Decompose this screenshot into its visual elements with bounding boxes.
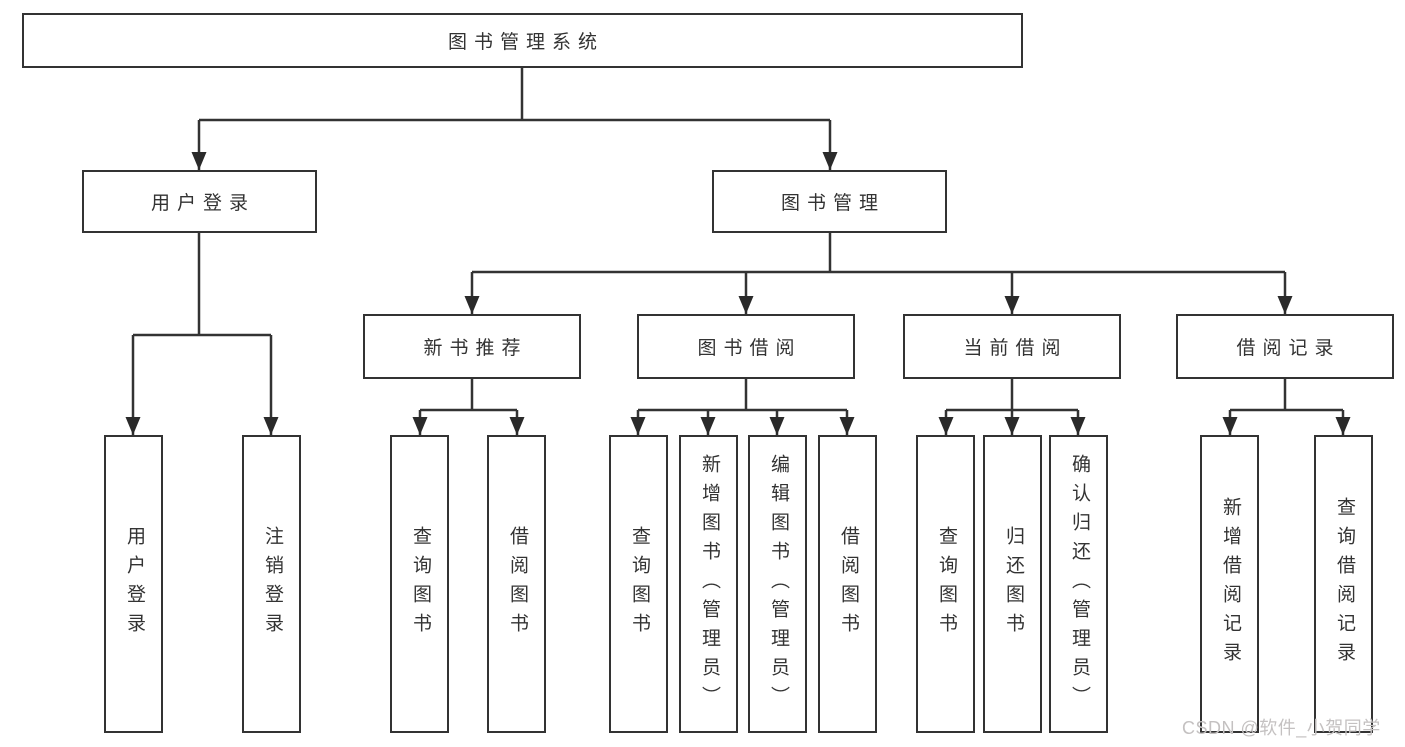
leaf-query-books-current: 查询图书	[916, 435, 975, 733]
leaf-logout: 注销登录	[242, 435, 301, 733]
node-library-management-system: 图书管理系统	[22, 13, 1023, 68]
leaf-query-books-borrow: 查询图书	[609, 435, 668, 733]
leaf-query-borrow-record: 查询借阅记录	[1314, 435, 1373, 733]
leaf-borrow-books: 借阅图书	[818, 435, 877, 733]
leaf-user-login: 用户登录	[104, 435, 163, 733]
leaf-return-books: 归还图书	[983, 435, 1042, 733]
csdn-watermark: CSDN @软件_小贺同学	[1182, 718, 1381, 738]
leaf-query-books-recommend: 查询图书	[390, 435, 449, 733]
node-borrow-records: 借阅记录	[1176, 314, 1394, 379]
leaf-confirm-return-admin: 确认归还（管理员）	[1049, 435, 1108, 733]
node-user-login: 用户登录	[82, 170, 317, 233]
leaf-add-borrow-record: 新增借阅记录	[1200, 435, 1259, 733]
node-book-borrow: 图书借阅	[637, 314, 855, 379]
leaf-edit-books-admin: 编辑图书（管理员）	[748, 435, 807, 733]
leaf-borrow-books-recommend: 借阅图书	[487, 435, 546, 733]
leaf-add-books-admin: 新增图书（管理员）	[679, 435, 738, 733]
node-current-borrow: 当前借阅	[903, 314, 1121, 379]
node-book-management: 图书管理	[712, 170, 947, 233]
node-new-book-recommend: 新书推荐	[363, 314, 581, 379]
